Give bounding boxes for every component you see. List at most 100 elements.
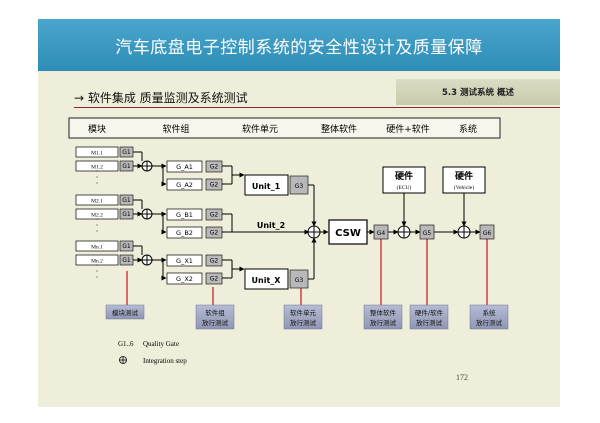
hardware-ecu-title: 硬件 [395,170,413,182]
gate-g2-label: G2 [210,230,219,237]
gate-g2 [205,226,223,239]
test-box-label: 硬件/软件 [415,308,444,317]
software-group-label: G_X1 [176,257,193,265]
integration-step-units [307,225,321,239]
module-label: Mn.2 [91,259,103,265]
table-header-cell: 模块 [88,123,106,135]
legend-gate-range: G1..6 [118,340,134,348]
continuation-dot: · [96,267,99,276]
test-box-label: 放行测试 [416,318,443,327]
gate-g6-label: G6 [483,230,492,237]
slide-title: 汽车底盘电子控制系统的安全性设计及质量保障 [115,37,483,58]
test-box-label: 软件组 [205,308,225,317]
table-header-cell: 软件组 [162,123,189,135]
gate-g4 [373,224,389,240]
continuation-dot: · [96,273,99,282]
section-divider [74,107,560,108]
section-tag: 5.3 测试系统 概述 [396,79,560,105]
table-header-cell: 系统 [459,123,477,135]
table-header-cell: 整体软件 [321,123,357,135]
table-header-cell: 硬件+软件 [386,123,430,135]
continuation-dot: · [96,261,99,270]
test-links [126,239,488,305]
module-box [75,254,119,266]
software-group-box [166,208,203,221]
module-label: Mn.1 [91,245,103,251]
gate-g3-top [289,175,309,195]
hardware-ecu-sub: (ECU) [397,184,412,191]
unit-x-label: Unit_X [252,276,282,285]
module-label: M1.2 [91,165,103,171]
module-box [75,194,119,206]
hardware-ecu-box [382,166,426,194]
hardware-blocks: 硬件 (ECU) 硬件 (Vehicle) [382,166,486,194]
gate-g2-label: G2 [210,164,219,171]
software-group-box [166,226,203,239]
integration-step-ecu [397,225,411,239]
test-box-label: 整体软件 [370,308,397,317]
section-tag-label: 5.3 测试系统 概述 [442,88,514,98]
table-header-cell: 软件单元 [242,123,278,135]
gate-g2 [205,254,223,267]
module-label: M1.1 [91,151,103,157]
gate-g1-label: G1 [122,257,131,264]
test-box [283,304,323,330]
slide-subtitle: → 软件集成 质量监测及系统测试 [74,91,248,105]
test-box [409,304,449,330]
test-box [195,304,235,330]
software-group-box [166,160,203,173]
test-box [363,304,403,330]
test-box-label: 放行测试 [290,318,317,327]
legend-integration-text: Integration step [143,357,187,365]
title-bar: 汽车底盘电子控制系统的安全性设计及质量保障 [38,19,560,71]
gate-g3-bottom [289,269,309,289]
software-group-label: G_A1 [176,163,193,171]
integration-step-x [141,254,153,266]
continuation-dot: · [96,179,99,188]
module-label: M2.2 [91,213,103,219]
gate-g1-label: G1 [122,163,131,170]
gate-g3-top-label: G3 [295,183,304,190]
continuation-dot: · [96,167,99,176]
test-box [469,304,509,330]
unit-x-box [244,268,289,290]
csw-box [328,219,368,245]
gate-g3-bottom-label: G3 [295,277,304,284]
continuation-dot: · [96,221,99,230]
software-group-label: G_B1 [176,211,193,219]
connection-lines [133,151,481,281]
continuation-dot: · [96,227,99,236]
test-boxes: 模块测试软件组放行测试软件单元放行测试整体软件放行测试硬件/软件放行测试系统放行… [105,304,509,330]
page-number: 172 [456,373,468,382]
gate-g2-label: G2 [210,212,219,219]
continuation-dot: · [96,215,99,224]
integration-step-b [141,208,153,220]
software-units: Unit_1 G3 Unit_2 Unit_X G3 [244,174,309,290]
gate-g1-label: G1 [122,197,131,204]
gate-g4-label: G4 [377,230,386,237]
test-box [105,304,145,320]
software-group-box [166,254,203,267]
software-group-box [166,178,203,191]
software-group-box [166,272,203,285]
unit-1-box [244,174,289,196]
legend-plus-icon [119,356,127,364]
gate-g2 [205,272,223,285]
release-gates: G4 G5 G6 [373,224,495,240]
test-box-label: 模块测试 [112,308,139,317]
table-header: 模块 软件组 软件单元 整体软件 硬件+软件 系统 [88,123,477,135]
gate-g5-label: G5 [423,230,432,237]
legend: G1..6 Quality Gate Integration step [118,340,187,365]
module-box [75,160,119,172]
gate-g1-label: G1 [122,149,131,156]
test-box-label: 放行测试 [202,318,229,327]
gate-g2-label: G2 [210,258,219,265]
module-label: M2.1 [91,199,103,205]
software-group-label: G_X2 [176,275,193,283]
integration-step-a [141,160,153,172]
gate-g2 [205,160,223,173]
software-group-label: G_A2 [176,181,193,189]
test-box-label: 系统 [483,308,497,317]
